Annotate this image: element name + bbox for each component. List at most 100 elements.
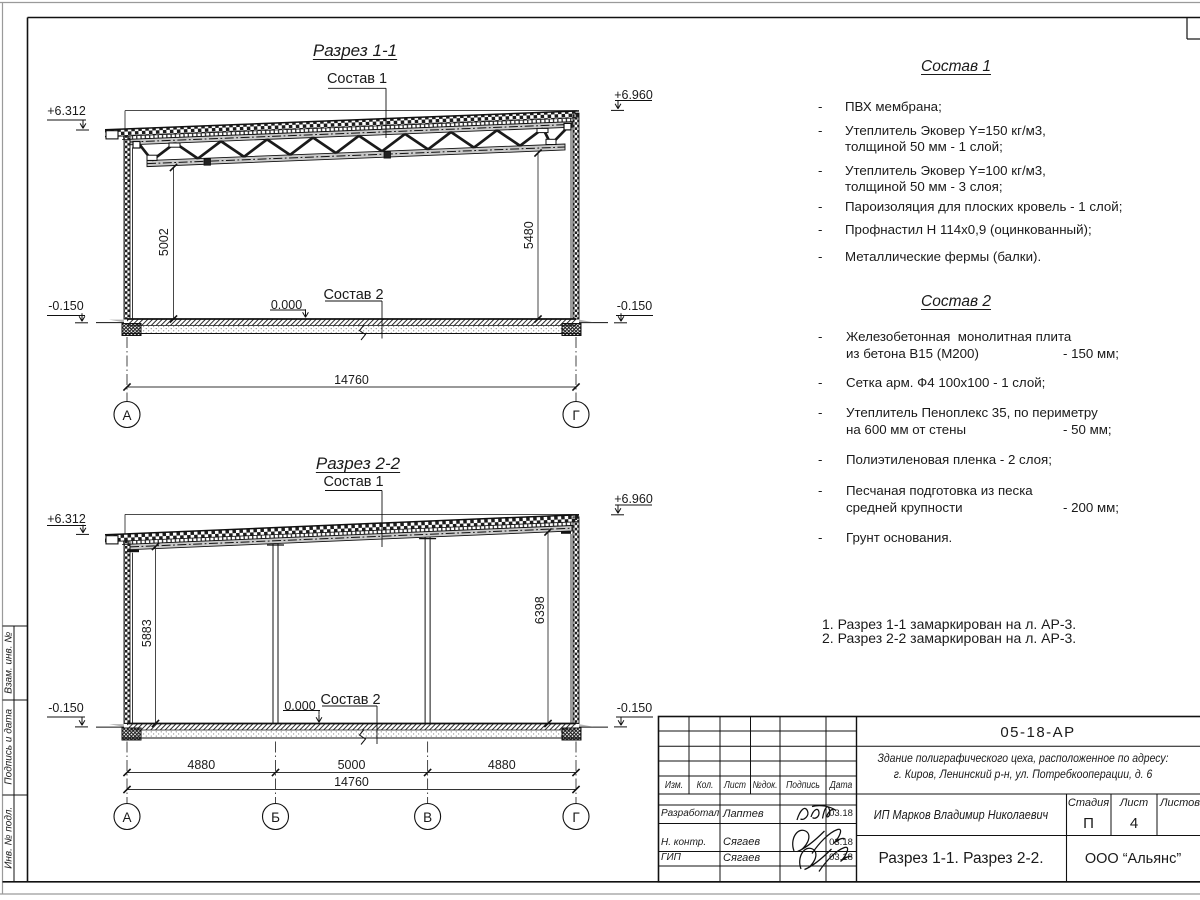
- axis-2-s2: В: [423, 809, 433, 825]
- c2-bullet-8: -: [818, 483, 823, 498]
- axis-bubble: [113, 802, 141, 831]
- c2-line-11: Грунт основания.: [846, 530, 953, 545]
- c2-line-8: Песчаная подготовка из песка: [846, 483, 1033, 498]
- tb-client: ИП Марков Владимир Николаевич: [873, 806, 1049, 822]
- c1-bullet-7: -: [818, 248, 823, 264]
- tb-col-5: Дата: [829, 780, 853, 791]
- vdims-2: [151, 527, 553, 728]
- dim-14760-s2: 14760: [334, 775, 369, 789]
- c2-line-6: - 50 мм;: [1063, 421, 1112, 437]
- dim-14760-s1: 14760: [334, 372, 369, 387]
- c2-title: Состав 2: [921, 292, 991, 310]
- axis-bubble: [261, 802, 290, 831]
- signatures: [792, 805, 853, 872]
- section1-title: Разрез 1-1: [312, 41, 398, 60]
- floor-1: [96, 318, 608, 341]
- c2-bullet-11: -: [818, 530, 823, 545]
- marks-2: [47, 490, 653, 744]
- c1-bullet-1: -: [818, 122, 823, 138]
- elev-plus6312-s2: +6.312: [47, 512, 86, 526]
- axis-1-s2: Б: [271, 809, 280, 825]
- c2-line-0: Железобетонная монолитная плита: [846, 329, 1072, 344]
- c1-line-2: толщиной 50 мм - 1 слой;: [845, 139, 1003, 154]
- c2-line-2: - 150 мм;: [1063, 345, 1119, 361]
- dim-5883: 5883: [139, 619, 154, 648]
- tb-name-2: Сягаев: [723, 851, 761, 864]
- axes-2: [113, 741, 590, 831]
- label-sostav2-s1: Состав 2: [323, 286, 384, 303]
- c1-line-0: ПВХ мембрана;: [845, 99, 942, 114]
- frame-side-label-2: Инв. № подл.: [2, 806, 14, 869]
- note-2: 2. Разрез 2-2 замаркирован на л. АР-3.: [822, 630, 1077, 646]
- c2-line-10: - 200 мм;: [1063, 499, 1119, 515]
- tb-col-1: Кол.: [696, 780, 713, 791]
- tb-role-1: Н. контр.: [661, 836, 707, 848]
- label-sostav1-s2: Состав 1: [323, 474, 384, 490]
- dim-4880-2: 4880: [487, 758, 516, 772]
- tb-name-0: Лаптев: [723, 807, 764, 820]
- dim-5002: 5002: [156, 228, 171, 257]
- tb-col-2: Лист: [724, 780, 746, 791]
- c1-line-6: Профнастил Н 114х0,9 (оцинкованный);: [845, 221, 1092, 237]
- note-1: 1. Разрез 1-1 замаркирован на л. АР-3.: [822, 615, 1077, 632]
- c1-bullet-3: -: [818, 162, 823, 178]
- axis-bubble: [562, 802, 590, 831]
- tb-role-0: Разработал: [661, 808, 720, 820]
- axis-bubble: [562, 400, 590, 429]
- label-sostav2-s2: Состав 2: [320, 691, 381, 708]
- tb-name-1: Сягаев: [723, 836, 761, 849]
- tb-project-2: г. Киров, Ленинский р-н, ул. Потребкоопе…: [893, 766, 1153, 781]
- c1-line-5: Пароизоляция для плоских кровель - 1 сло…: [845, 198, 1123, 214]
- c1-title: Состав 1: [921, 58, 991, 75]
- tb-col-4: Подпись: [786, 780, 820, 791]
- c1-line-7: Металлические фермы (балки).: [845, 248, 1042, 264]
- c1-line-1: Утеплитель Эковер Y=150 кг/м3,: [845, 122, 1046, 138]
- floor-2: [96, 722, 608, 745]
- roof-2: [104, 513, 580, 553]
- axis-0-s2: А: [122, 809, 132, 825]
- axis-3-s2: Г: [572, 809, 580, 825]
- elev-zero-s1: 0.000: [270, 297, 303, 312]
- c2-line-5: на 600 мм от стены: [846, 421, 967, 437]
- tb-company: ООО “Альянс”: [1084, 850, 1182, 867]
- section-2-2-drawing: [47, 490, 653, 831]
- elev-minus-right-s1: -0.150: [616, 298, 653, 313]
- elev-minus-right-s2: -0.150: [616, 700, 653, 715]
- tb-sheets-label: Листов: [1159, 796, 1200, 809]
- c1-bullet-6: -: [818, 221, 823, 237]
- c2-line-1: из бетона В15 (М200): [846, 345, 979, 361]
- tb-project-1: Здание полиграфического цеха, расположен…: [877, 750, 1169, 765]
- dim-6398: 6398: [532, 596, 547, 625]
- elev-zero-s2: 0.000: [284, 698, 316, 713]
- axes-1: [113, 337, 590, 429]
- title-block-lines: [657, 715, 1200, 883]
- tb-sheet-title: Разрез 1-1. Разрез 2-2.: [878, 849, 1044, 867]
- c1-line-3: Утеплитель Эковер Y=100 кг/м3,: [845, 162, 1046, 178]
- elev-plus6960-s2: +6.960: [614, 491, 653, 506]
- axis-a-s1: А: [122, 407, 132, 423]
- section-1-1-drawing: [47, 87, 653, 429]
- tb-date-2: 03.18: [829, 852, 853, 864]
- tb-sheet-label: Лист: [1119, 796, 1149, 809]
- c1-bullet-5: -: [818, 198, 823, 214]
- tb-col-0: Изм.: [664, 780, 683, 791]
- label-sostav1-s1: Состав 1: [326, 70, 388, 87]
- c2-bullet-7: -: [818, 452, 823, 467]
- c2-bullet-0: -: [818, 329, 823, 344]
- tb-role-2: ГИП: [661, 852, 681, 864]
- tb-doc-number: 05-18-АР: [1000, 723, 1076, 741]
- elev-minus-left-s1: -0.150: [48, 298, 84, 313]
- tb-date-1: 03.18: [829, 836, 853, 848]
- tb-stage-label: Стадия: [1067, 796, 1110, 809]
- axis-bubble: [414, 802, 442, 831]
- c2-line-3: Сетка арм. Ф4 100х100 - 1 слой;: [846, 374, 1046, 390]
- dim-4880-1: 4880: [187, 758, 216, 772]
- c2-bullet-4: -: [818, 405, 823, 420]
- dim-5480: 5480: [521, 221, 536, 250]
- dim-5000: 5000: [337, 758, 366, 772]
- marks-1: [47, 87, 653, 339]
- tb-stage-value: П: [1083, 814, 1094, 832]
